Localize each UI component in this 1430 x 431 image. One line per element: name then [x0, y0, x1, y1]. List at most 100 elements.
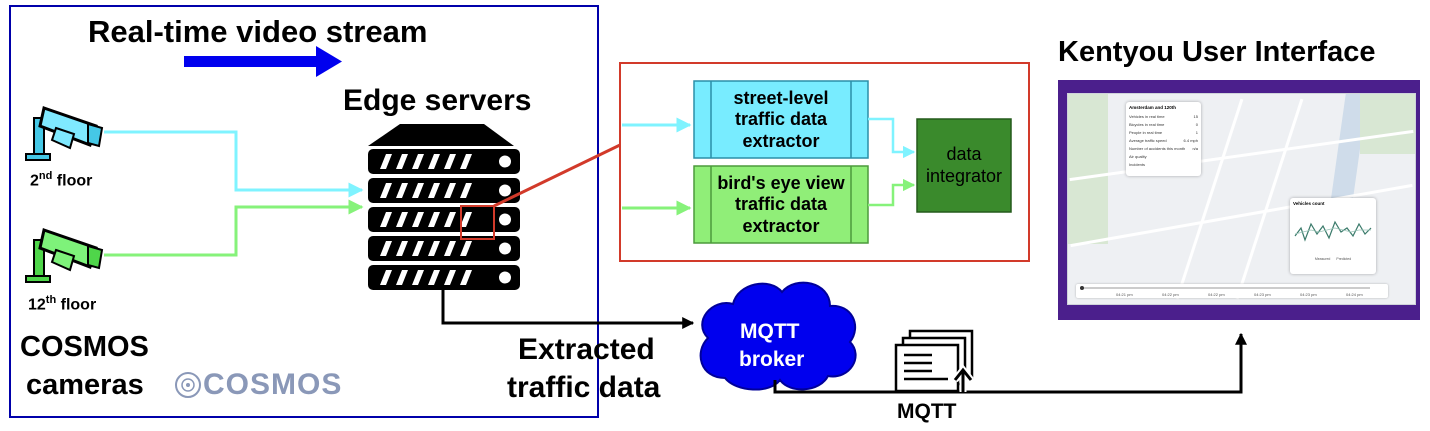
server-slot — [412, 154, 424, 169]
ui-info-row: Vehicles in real time 15 — [1129, 112, 1198, 120]
ui-info-row: Incidents — [1129, 160, 1198, 168]
ui-info-row-value: 15 — [1193, 113, 1198, 119]
server-led — [499, 271, 511, 284]
server-slot — [428, 154, 440, 169]
floor-suffix: nd — [38, 170, 53, 182]
ui-info-row-label: Average traffic speed — [1129, 137, 1167, 143]
server-slot — [460, 154, 472, 169]
stream-title: Real-time video stream — [88, 14, 428, 49]
ui-info-row-label: Air quality — [1129, 153, 1147, 159]
server-slot — [380, 212, 392, 227]
server-slot — [460, 183, 472, 198]
server-slot — [396, 212, 408, 227]
server-led — [499, 184, 511, 197]
server-slot — [460, 212, 472, 227]
server-led — [499, 155, 511, 168]
ui-info-panel: Amsterdam and 120th Vehicles in real tim… — [1126, 102, 1201, 176]
street-level-box — [693, 80, 869, 159]
server-unit — [368, 178, 520, 203]
mqtt-broker-cloud — [699, 281, 857, 391]
ui-info-row-value: 1 — [1195, 129, 1198, 135]
ui-info-row-label: Number of accidents this month — [1129, 145, 1186, 151]
birds-to-integrator — [868, 178, 916, 207]
server-slot — [412, 183, 424, 198]
server-slot — [444, 212, 456, 227]
ui-legend-predicted: Predicted — [1336, 257, 1352, 261]
server-slot — [444, 183, 456, 198]
server-slot — [380, 241, 392, 256]
map-park — [1068, 94, 1108, 244]
map-park — [1360, 94, 1415, 154]
data-integrator-label: data integrator — [925, 143, 1003, 186]
server-to-broker-arrow — [441, 288, 695, 329]
ui-timeline-tick: 04:22 pm — [1162, 292, 1179, 297]
server-slot — [444, 154, 456, 169]
ui-info-row-label: Bicycles in real time — [1129, 121, 1165, 127]
cosmos-logo-icon — [175, 372, 201, 398]
extracted-label-line1: Extracted — [518, 333, 655, 366]
ui-chart-title: Vehicles count — [1293, 201, 1325, 206]
server-slot — [396, 270, 408, 285]
camera-feed-green — [104, 199, 364, 257]
ui-info-row-label: Incidents — [1129, 161, 1146, 167]
server-unit — [368, 149, 520, 174]
server-slot — [380, 270, 392, 285]
server-unit — [368, 207, 520, 232]
server-slot — [396, 154, 408, 169]
camera-2nd-floor-label: 2nd floor — [30, 170, 92, 190]
ui-info-row-label: People in real time — [1129, 129, 1163, 135]
broker-to-ui-arrow — [773, 332, 1247, 394]
camera-icon — [25, 106, 104, 161]
callout-highlight — [460, 205, 495, 240]
server-slot — [428, 212, 440, 227]
server-slot — [396, 183, 408, 198]
floor-suffix: th — [45, 294, 57, 306]
server-slot — [460, 270, 472, 285]
ui-info-title: Amsterdam and 120th — [1129, 105, 1177, 110]
ui-chart-panel: Vehicles count Measured Predicted — [1290, 198, 1376, 274]
mqtt-message-icon — [894, 329, 974, 393]
ui-info-row-label: Vehicles in real time — [1129, 113, 1165, 119]
server-slot — [428, 270, 440, 285]
ui-info-row: Air quality — [1129, 152, 1198, 160]
floor-word: floor — [52, 172, 93, 190]
server-slot — [396, 241, 408, 256]
ui-title: Kentyou User Interface — [1058, 36, 1376, 68]
server-slot — [412, 270, 424, 285]
server-slot — [460, 241, 472, 256]
pipeline-frame — [619, 62, 1030, 262]
ui-timeline-tick: 04:22 pm — [1208, 292, 1225, 297]
server-led — [499, 213, 511, 226]
edge-servers-label: Edge servers — [343, 84, 532, 117]
mqtt-label: MQTT — [897, 400, 957, 423]
cameras-group-label-line1: COSMOS — [20, 331, 149, 363]
server-led — [499, 242, 511, 255]
ui-info-row: People in real time 1 — [1129, 128, 1198, 136]
ui-legend-measured: Measured — [1314, 257, 1331, 261]
server-slot — [380, 154, 392, 169]
server-slot — [412, 212, 424, 227]
stream-arrow — [184, 46, 342, 77]
map-road — [1069, 129, 1414, 182]
ui-timeline-tick: 04:21 pm — [1116, 292, 1133, 297]
cosmos-logo-text: COSMOS — [203, 368, 343, 401]
server-slot — [380, 183, 392, 198]
server-unit — [368, 265, 520, 290]
ui-info-row-value: n/a — [1192, 145, 1198, 151]
street-to-integrator — [868, 117, 916, 159]
camera-12th-floor-label: 12th floor — [28, 294, 96, 314]
ui-info-row: Average traffic speed 6.4 mph — [1129, 136, 1198, 144]
server-slot — [444, 241, 456, 256]
camera-feed-cyan — [104, 130, 364, 198]
ui-chart-sparkline — [1294, 220, 1372, 242]
floor-number: 12 — [28, 296, 46, 314]
ui-screenshot: Amsterdam and 120th Vehicles in real tim… — [1067, 93, 1416, 305]
ui-info-row-value: 6.4 mph — [1183, 137, 1198, 143]
birds-eye-box — [693, 165, 869, 244]
floor-word: floor — [56, 296, 97, 314]
cosmos-frame — [9, 5, 599, 418]
extracted-label-line2: traffic data — [507, 371, 661, 404]
camera-icon — [25, 228, 104, 283]
